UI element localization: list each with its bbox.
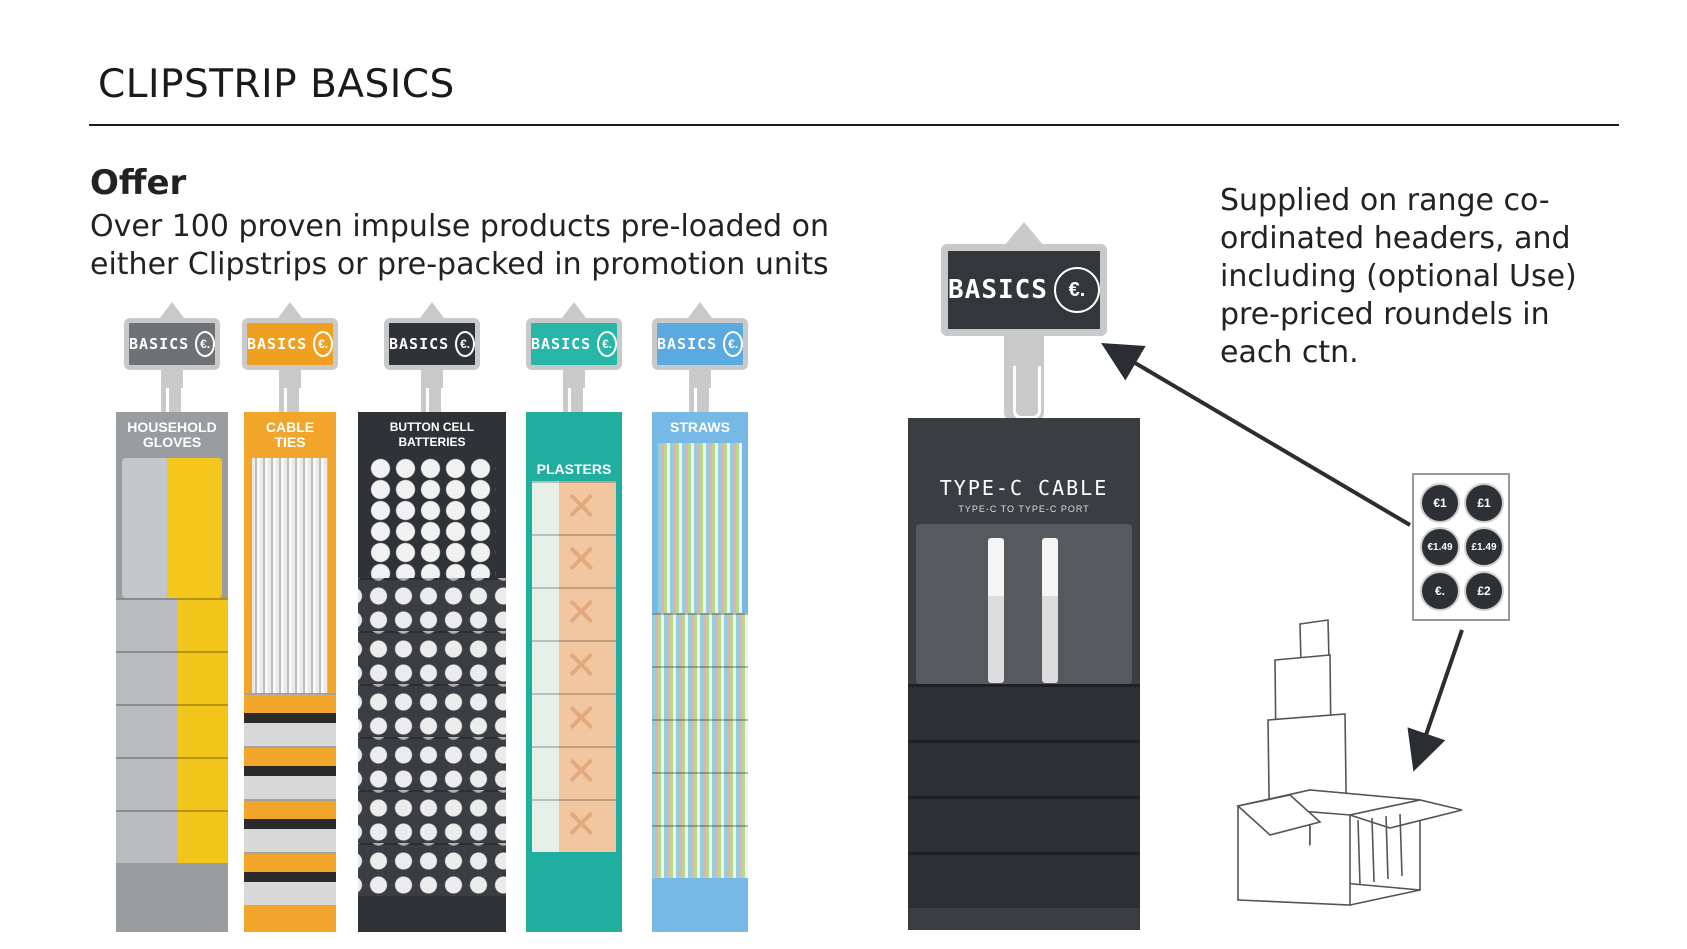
euro-icon: €. (195, 331, 215, 357)
product-title: STRAWS (670, 419, 730, 435)
pack-tile (116, 704, 228, 757)
plaster-pack (532, 481, 616, 534)
euro-icon: €. (313, 331, 333, 357)
header-brand: BASICS (129, 335, 190, 353)
cable-pack (916, 524, 1132, 684)
pack-tile (358, 578, 506, 631)
strip-panel: CABLE TIES (244, 412, 336, 932)
price-roundel: £2 (1464, 571, 1504, 611)
header-brand: BASICS (948, 275, 1048, 305)
pack-tile (908, 796, 1140, 852)
product-title: BUTTON CELL BATTERIES (389, 420, 475, 449)
strip-panel: HOUSEHOLD GLOVES (116, 412, 228, 932)
pack-tile (908, 852, 1140, 908)
price-roundel: €. (1420, 571, 1460, 611)
pack-tile (652, 666, 748, 719)
pack-tile (244, 746, 336, 799)
hook-icon (1004, 336, 1044, 422)
glove-pack (122, 458, 222, 598)
price-roundel: €1.49 (1420, 527, 1460, 567)
strip-header: BASICS €. (242, 318, 338, 370)
title-divider (89, 124, 1619, 126)
product-title: TYPE-C CABLE (939, 476, 1109, 500)
supplied-text: Supplied on range co-ordinated headers, … (1220, 183, 1577, 370)
price-roundel: £1.49 (1464, 527, 1504, 567)
offer-text: Over 100 proven impulse products pre-loa… (90, 209, 829, 282)
clipstrip-gloves: BASICS €. HOUSEHOLD GLOVES (116, 300, 228, 932)
euro-icon: €. (723, 331, 743, 357)
price-roundel: €1 (1420, 483, 1460, 523)
pack-tile (652, 613, 748, 666)
plaster-pack (532, 640, 616, 693)
product-title: HOUSEHOLD GLOVES (127, 419, 217, 450)
page-title: CLIPSTRIP BASICS (98, 62, 455, 107)
pack-tile (358, 631, 506, 684)
strip-header: BASICS €. (941, 244, 1107, 336)
pack-tile (358, 843, 506, 896)
straw-pack (658, 443, 742, 613)
price-roundel: £1 (1464, 483, 1504, 523)
euro-icon: €. (455, 331, 475, 357)
header-brand: BASICS (389, 335, 450, 353)
pack-tile (244, 852, 336, 905)
pack-tile (116, 598, 228, 651)
clipstrip-cable-ties: BASICS €. CABLE TIES (242, 300, 338, 932)
pack-tile (358, 684, 506, 737)
display-box-icon (1236, 619, 1463, 906)
roundel-card-icon: €1 £1 €1.49 £1.49 €. £2 (1412, 473, 1510, 621)
clipstrip-typec-cable: BASICS €. TYPE-C CABLE TYPE-C TO TYPE-C … (908, 222, 1140, 930)
arrow-to-box (1407, 629, 1464, 772)
strip-header: BASICS €. (124, 318, 220, 370)
pack-tile (116, 757, 228, 810)
strip-panel: TYPE-C CABLE TYPE-C TO TYPE-C PORT (908, 418, 1140, 930)
plaster-pack (532, 587, 616, 640)
strip-panel: STRAWS (652, 412, 748, 932)
pack-tile (244, 799, 336, 852)
pack-tile (358, 790, 506, 843)
header-brand: BASICS (247, 335, 308, 353)
plaster-pack (532, 746, 616, 799)
strip-header: BASICS €. (526, 318, 622, 370)
pack-tile (244, 693, 336, 746)
strip-panel: PLASTERS (526, 412, 622, 932)
clipstrip-straws: BASICS €. STRAWS (652, 300, 748, 932)
product-title: PLASTERS (536, 461, 612, 477)
header-brand: BASICS (531, 335, 592, 353)
plaster-pack (532, 693, 616, 746)
ties-pack (252, 458, 328, 693)
offer-heading: Offer (90, 163, 187, 203)
product-title: CABLE TIES (265, 419, 315, 450)
arrow-to-header (1101, 342, 1412, 527)
header-brand: BASICS (657, 335, 718, 353)
pack-tile (116, 810, 228, 863)
euro-icon: €. (597, 331, 617, 357)
pack-tile (908, 740, 1140, 796)
strip-header: BASICS €. (384, 318, 480, 370)
pack-tile (652, 772, 748, 825)
plaster-pack (532, 799, 616, 852)
pack-tile (908, 684, 1140, 740)
euro-icon: €. (1053, 267, 1100, 313)
product-subtitle: TYPE-C TO TYPE-C PORT (958, 504, 1090, 514)
pack-tile (652, 825, 748, 878)
clipstrip-batteries: BASICS €. BUTTON CELL BATTERIES (358, 300, 506, 932)
strip-panel: BUTTON CELL BATTERIES (358, 412, 506, 932)
clipstrip-plasters: BASICS €. PLASTERS (526, 300, 622, 932)
battery-grid (368, 458, 496, 578)
pack-tile (652, 719, 748, 772)
plaster-pack (532, 534, 616, 587)
pack-tile (116, 651, 228, 704)
pack-tile (358, 737, 506, 790)
strip-header: BASICS €. (652, 318, 748, 370)
